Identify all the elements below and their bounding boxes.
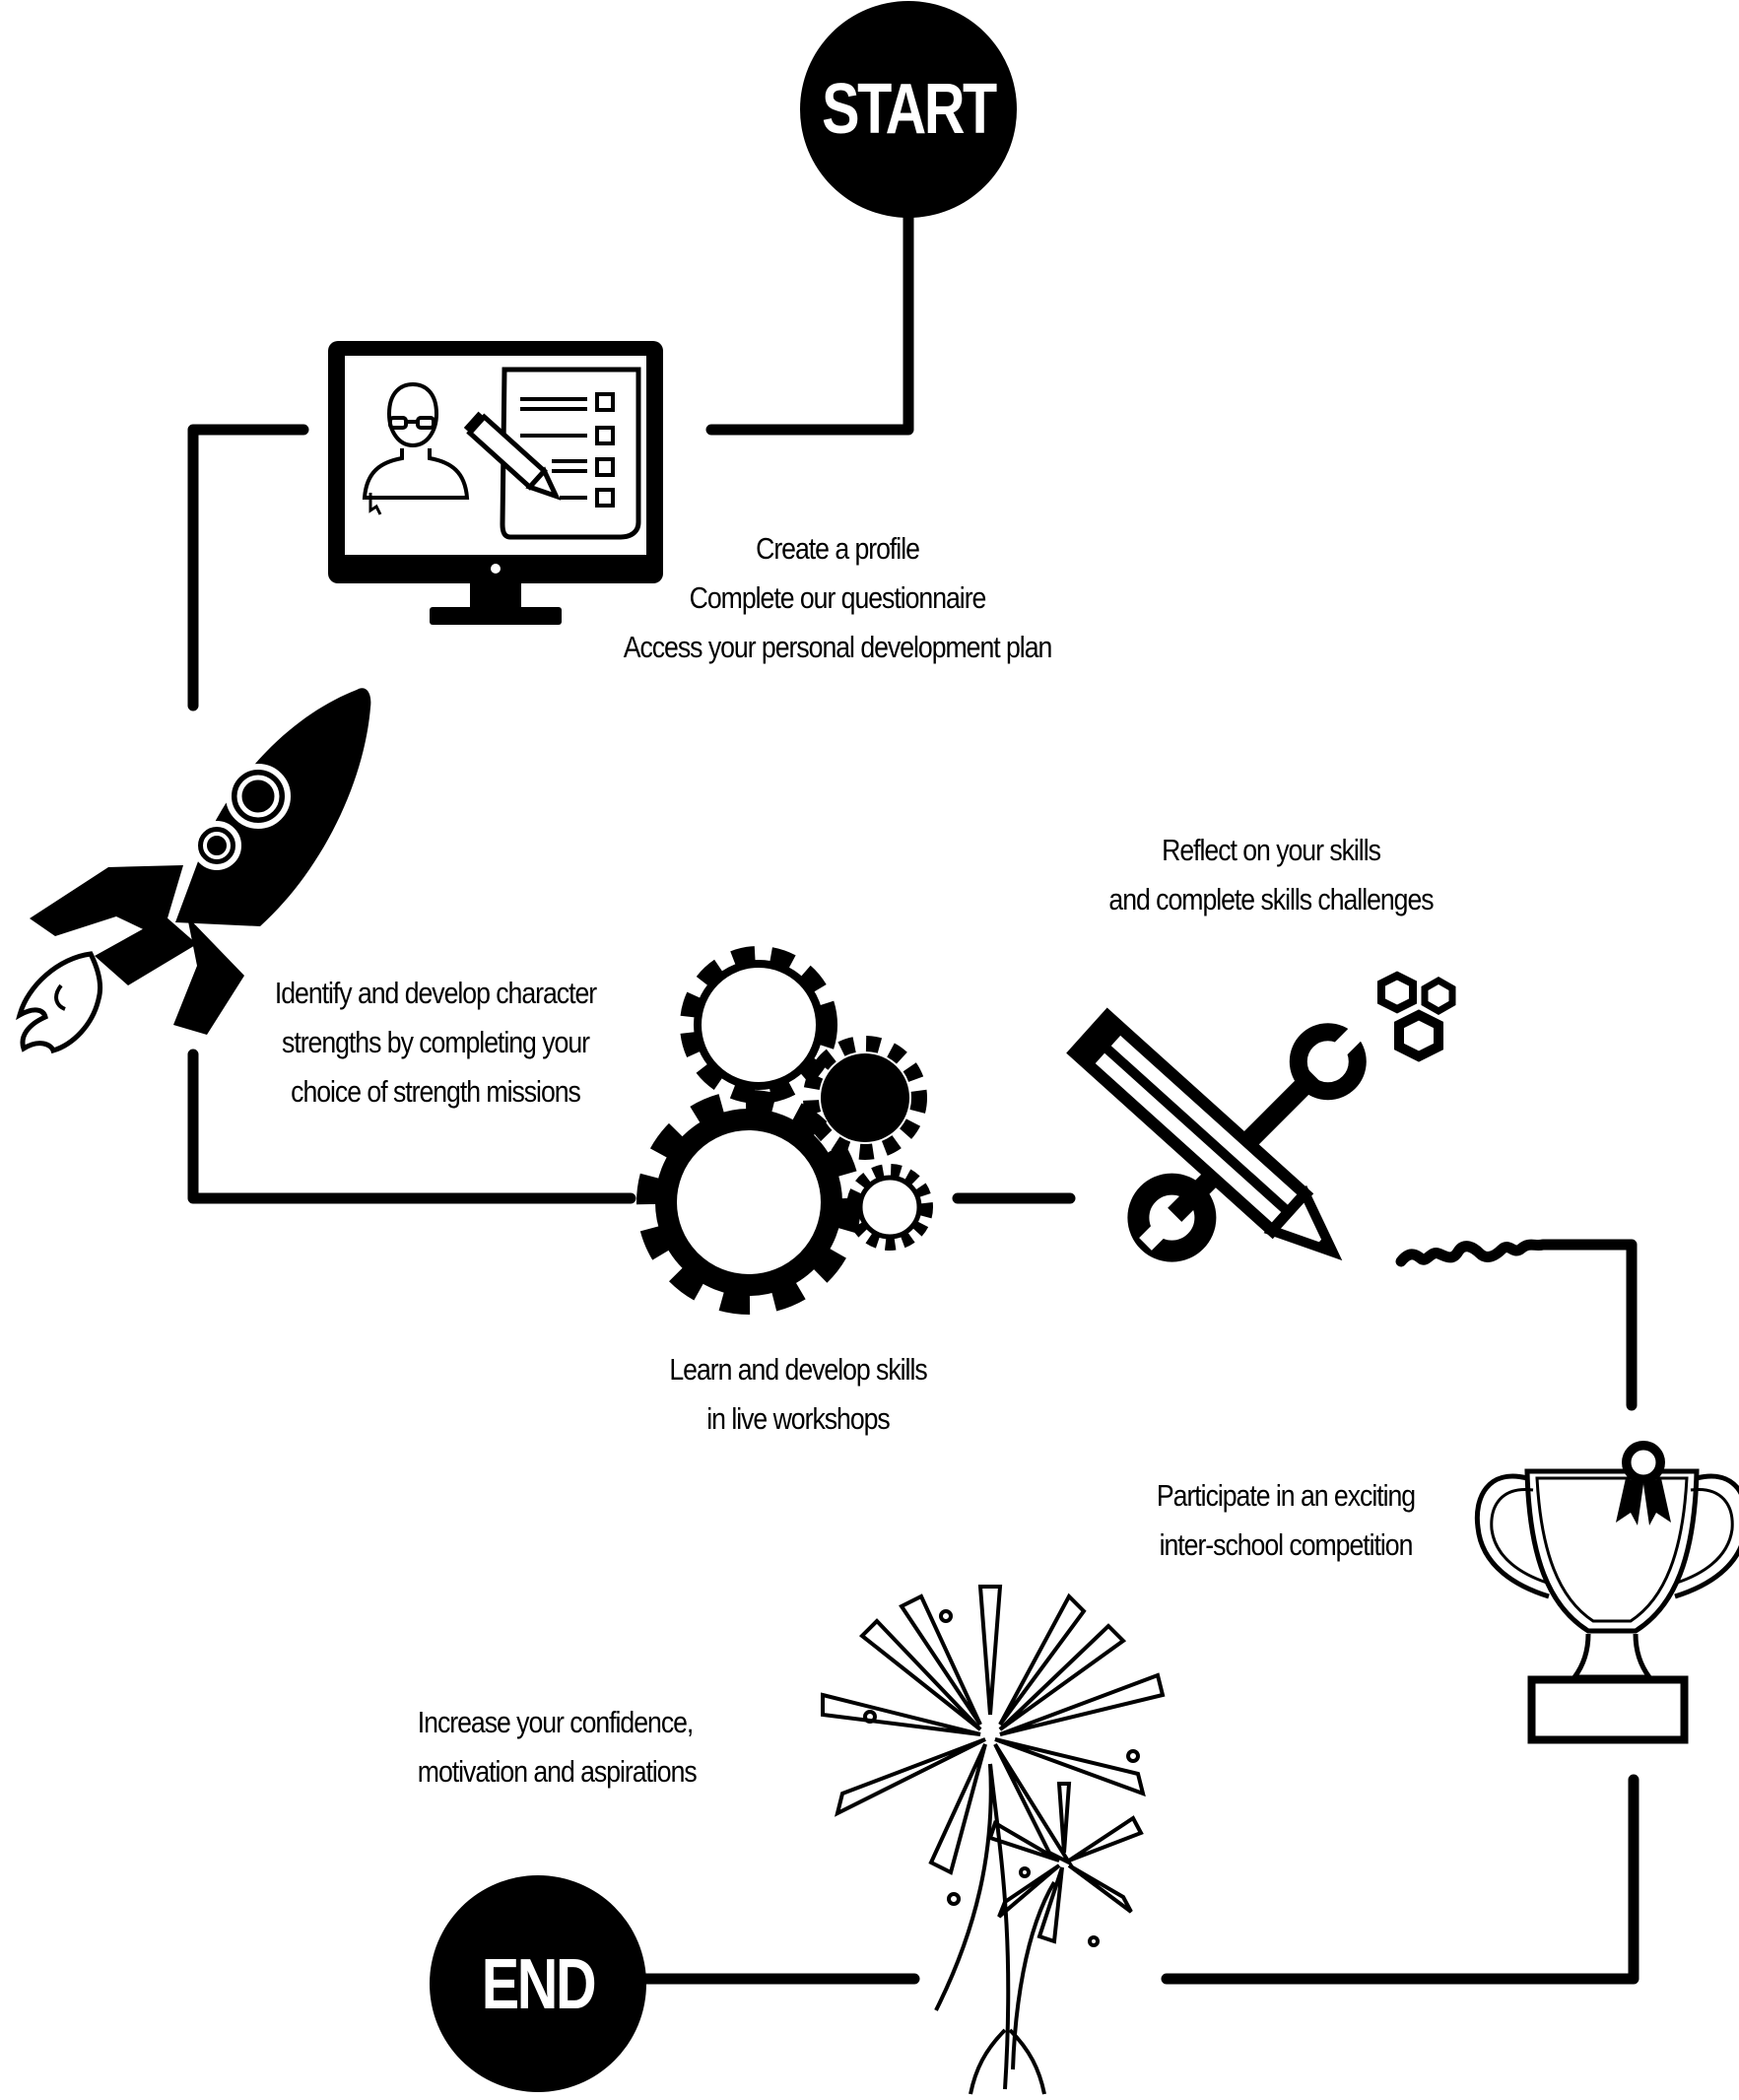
rocket-icon <box>16 688 371 1054</box>
caption-missions: Identify and develop character strengths… <box>240 969 631 1117</box>
start-label: START <box>822 70 997 149</box>
caption-line: Complete our questionnaire <box>689 580 987 615</box>
caption-challenges: Reflect on your skills and complete skil… <box>1076 826 1466 924</box>
computer-questionnaire-icon <box>328 341 663 625</box>
trophy-icon <box>1474 1441 1739 1744</box>
caption-line: and complete skills challenges <box>1108 882 1434 916</box>
caption-line: Learn and develop skills <box>669 1352 927 1387</box>
caption-line: Access your personal development plan <box>623 630 1053 664</box>
caption-line: strengths by completing your <box>282 1025 590 1059</box>
caption-competition: Participate in an exciting inter-school … <box>1129 1471 1442 1570</box>
end-node <box>430 1875 646 2092</box>
caption-line: Increase your confidence, <box>417 1705 695 1739</box>
caption-line: in live workshops <box>706 1401 890 1436</box>
pencil-wrench-icon <box>1066 971 1456 1262</box>
caption-line: Identify and develop character <box>274 976 597 1010</box>
caption-line: inter-school competition <box>1159 1527 1414 1562</box>
caption-line: motivation and aspirations <box>417 1754 698 1789</box>
end-label: END <box>481 1945 597 2024</box>
caption-confidence: Increase your confidence, motivation and… <box>418 1698 705 1796</box>
caption-line: Reflect on your skills <box>1162 833 1381 867</box>
caption-line: Participate in an exciting <box>1156 1478 1416 1513</box>
start-node <box>800 1 1017 218</box>
gears-icon <box>636 946 933 1315</box>
journey-path <box>187 206 1639 1985</box>
fireworks-icon <box>821 1585 1166 2095</box>
caption-profile: Create a profile Complete our questionna… <box>592 524 1084 672</box>
caption-line: Create a profile <box>756 531 920 566</box>
caption-line: choice of strength missions <box>291 1074 581 1109</box>
caption-workshops: Learn and develop skills in live worksho… <box>620 1345 975 1444</box>
